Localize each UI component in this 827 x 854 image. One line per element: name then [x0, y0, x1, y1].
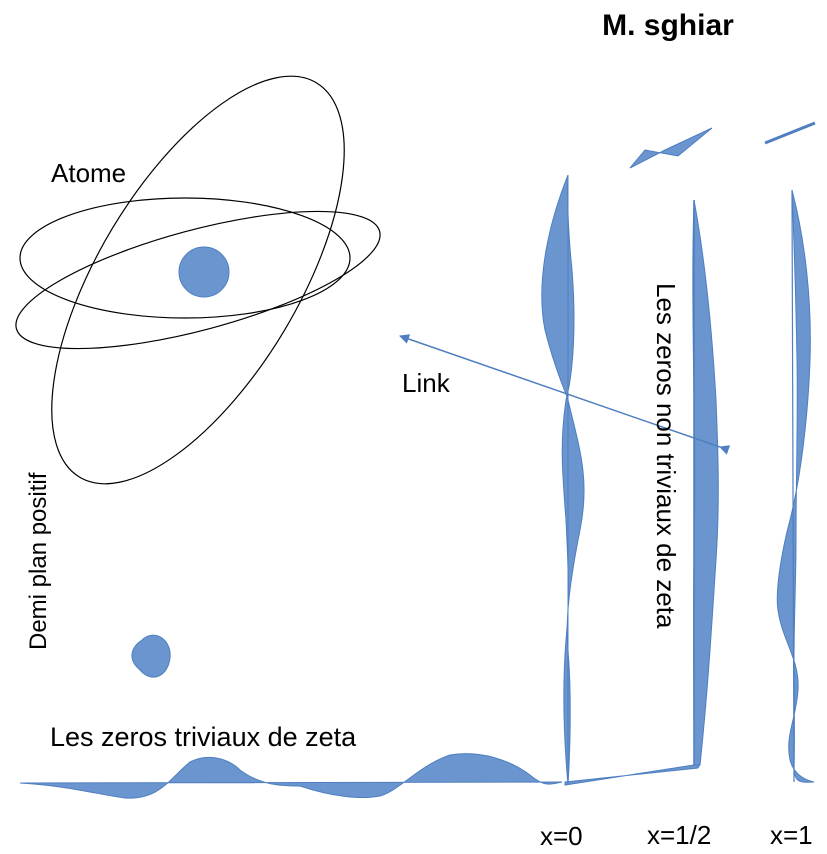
atom-nucleus: [178, 246, 230, 298]
x1-wave: [776, 189, 815, 783]
x-half-wave: [692, 199, 719, 766]
atom-label: Atome: [51, 158, 126, 188]
author-title: M. sghiar: [602, 9, 734, 42]
half-plane-label: Demi plan positif: [25, 472, 52, 650]
nontrivial-zeros-label: Les zeros non triviaux de zeta: [651, 283, 681, 629]
top-right-dash: [764, 121, 816, 145]
atom-orbit-2: [19, 197, 351, 319]
atom-orbit-3: [15, 210, 381, 350]
x1-axis: [791, 189, 795, 783]
link-arrow: [399, 334, 731, 455]
link-label: Link: [402, 368, 451, 398]
x0-wave: [541, 174, 585, 786]
atom: [15, 75, 381, 485]
baseline-connector: [564, 763, 701, 786]
top-left-shape: [629, 127, 713, 169]
small-blob-shape: [131, 634, 171, 678]
x0-label: x=0: [540, 821, 583, 851]
x1-label: x=1: [770, 820, 813, 850]
atom-orbit-1: [51, 75, 345, 485]
trivial-zeros-wave: [19, 753, 563, 799]
trivial-zeros-label: Les zeros triviaux de zeta: [50, 722, 357, 752]
x-half-label: x=1/2: [647, 820, 711, 850]
